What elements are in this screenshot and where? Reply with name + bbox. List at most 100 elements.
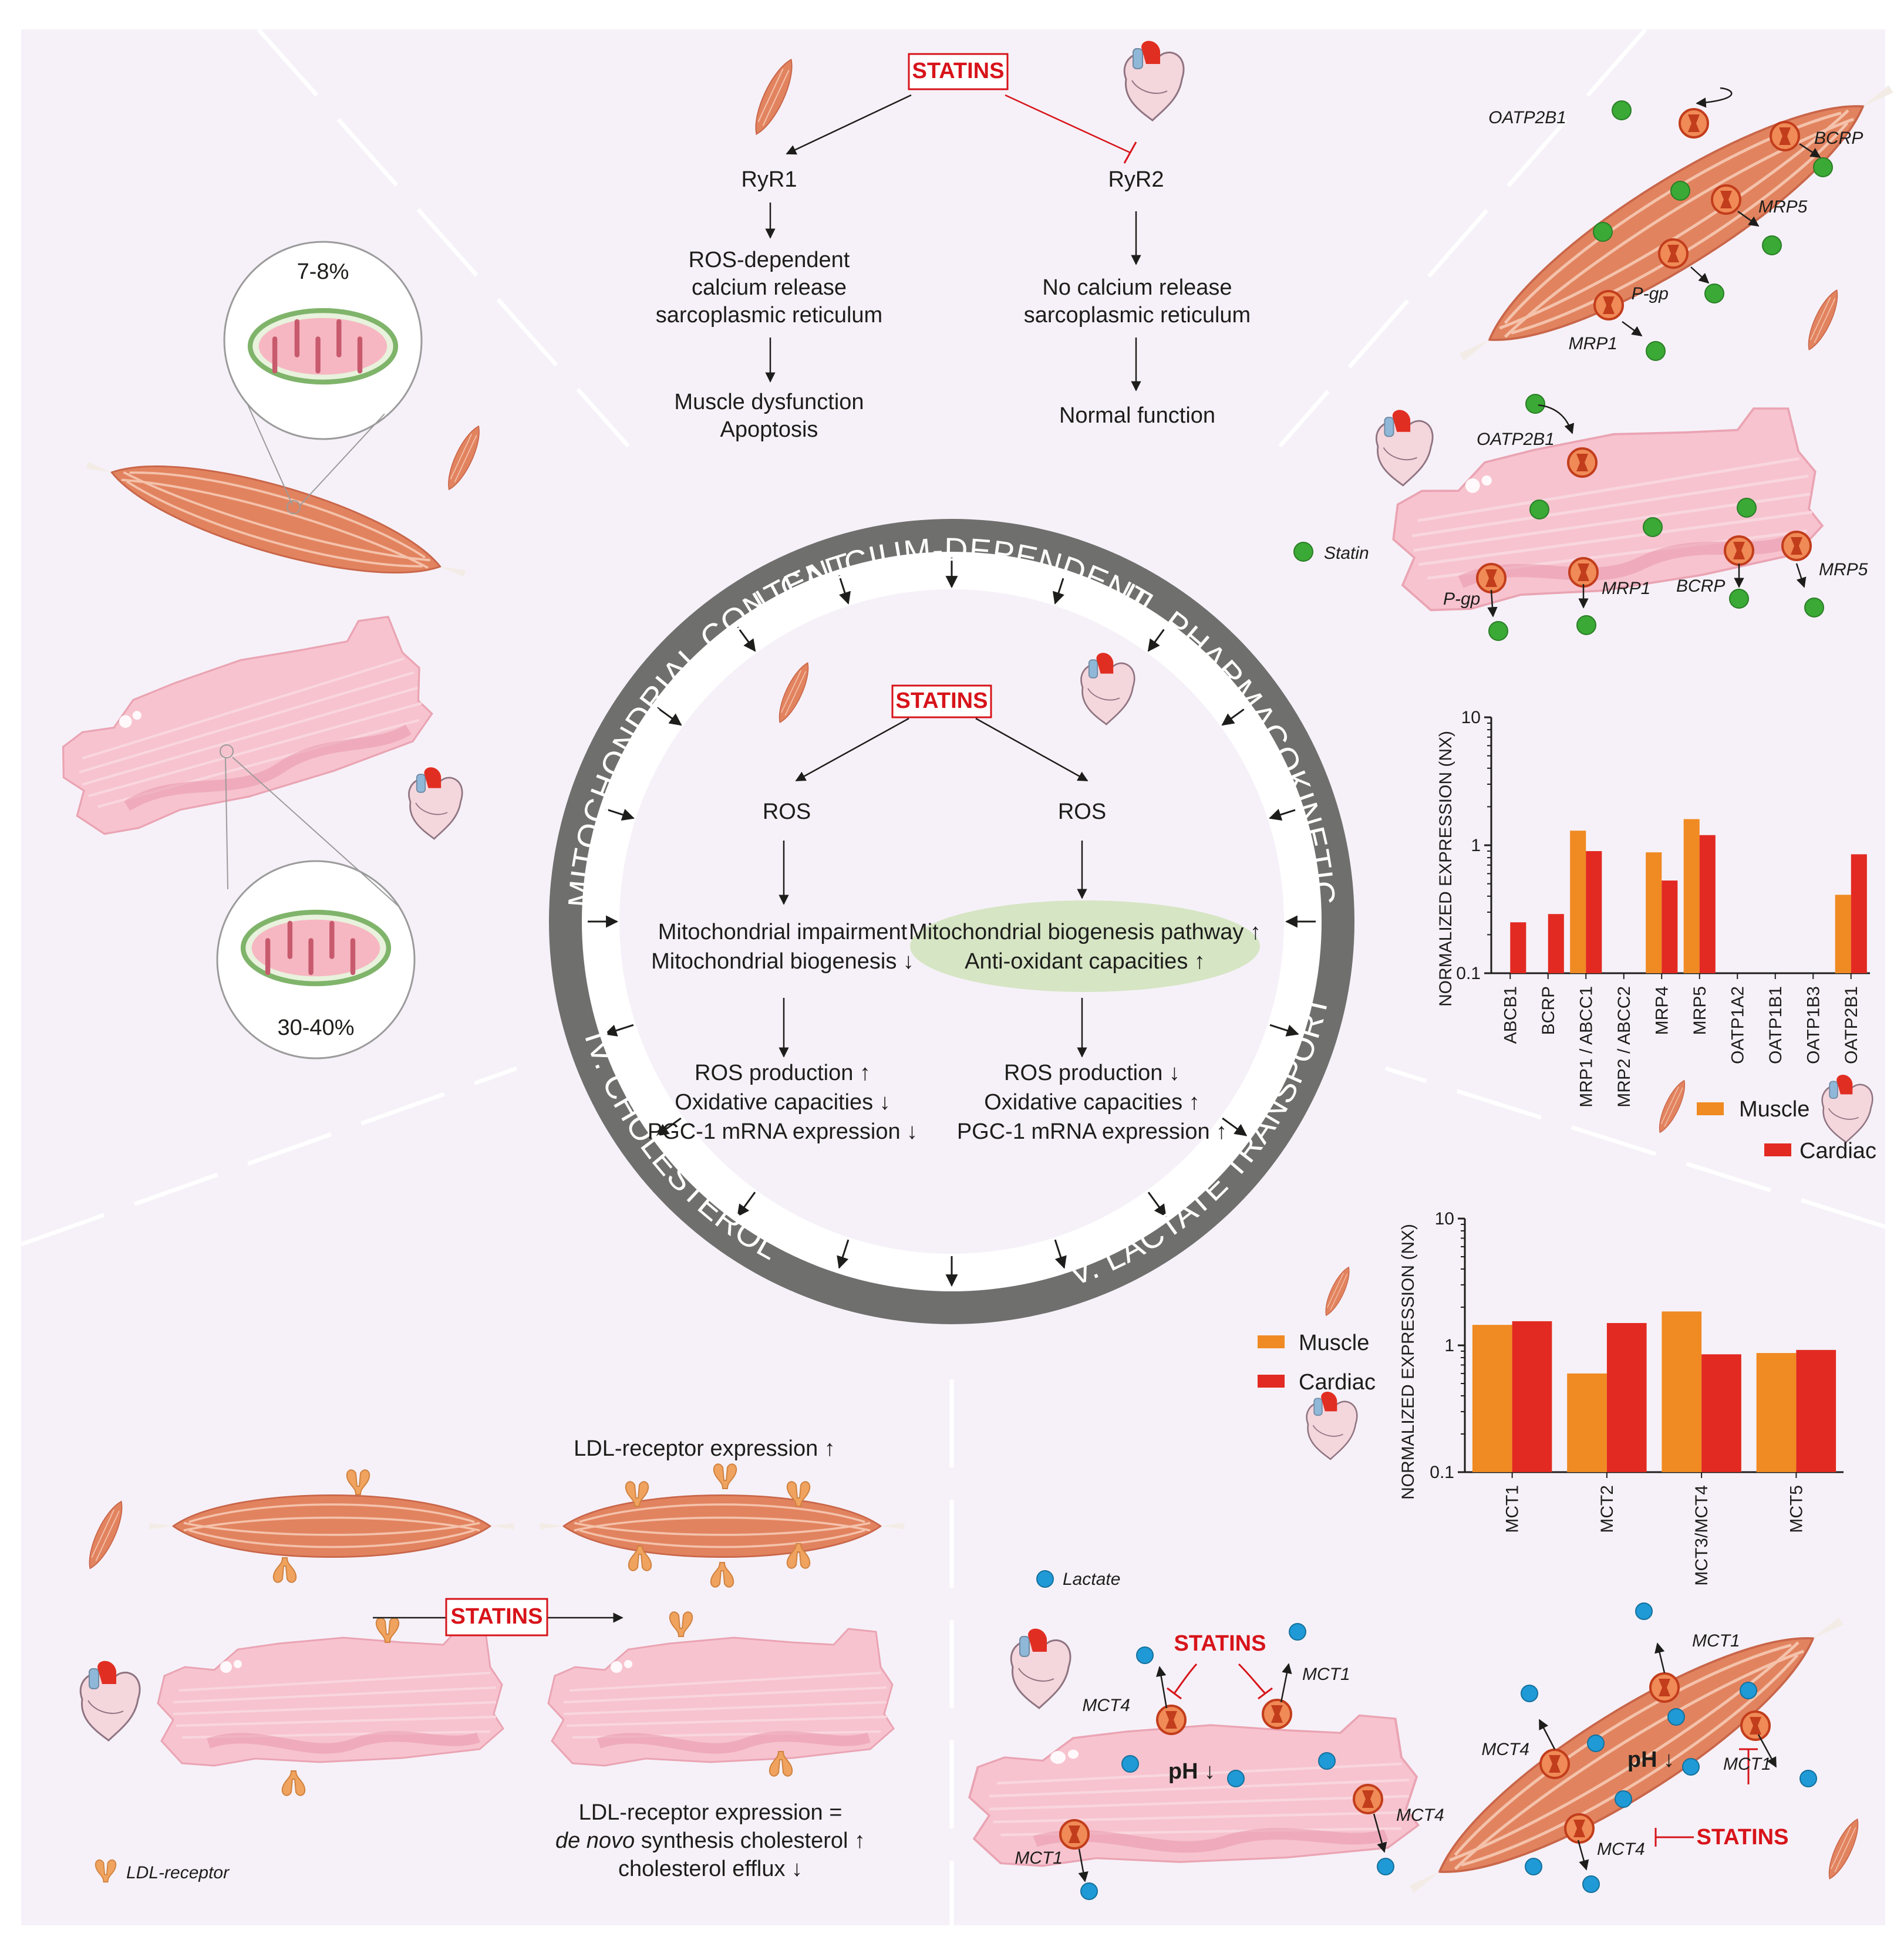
statin-dot: [1813, 157, 1833, 177]
calcium-inhibit-bar: [1123, 141, 1137, 164]
transporter-icon: [1679, 108, 1709, 139]
chart1-x-tick-label: MRP4: [1652, 986, 1672, 1035]
ring-arrow: [837, 1239, 850, 1269]
ring-arrow: [1052, 575, 1066, 605]
ring-arrow: [1054, 1239, 1067, 1269]
chart1-x-tick-label: OATP1B1: [1766, 986, 1785, 1064]
lactate-ph-muscle: pH ↓: [1627, 1747, 1674, 1772]
pharma-muscle-mrp5: MRP5: [1758, 197, 1808, 217]
lactate-dot: [1615, 1790, 1632, 1808]
chart2-bar-muscle: [1662, 1311, 1702, 1472]
statin-dot: [1762, 235, 1782, 255]
lactate-cardiac-mct1-top: MCT1: [1302, 1665, 1350, 1684]
statin-dot: [1704, 284, 1724, 303]
chart1-y-tick-label: 0.1: [1456, 964, 1481, 983]
lactate-dot: [1635, 1602, 1653, 1620]
chart1-bar-muscle: [1835, 895, 1851, 973]
chart2-x-tick-label: MCT5: [1787, 1485, 1806, 1533]
center-highlight-ellipse: [910, 900, 1260, 992]
transporter-icon: [1724, 535, 1754, 566]
statin-dot: [1576, 615, 1596, 635]
chart2-bar-muscle: [1756, 1353, 1797, 1472]
chart1-x-tick-label: OATP1B3: [1804, 986, 1823, 1064]
lactate-muscle-mct1-top: MCT1: [1692, 1631, 1740, 1651]
chart1-legend-muscle: Muscle: [1739, 1097, 1809, 1122]
lactate-muscle-mct4-left: MCT4: [1481, 1740, 1529, 1759]
pharma-cardiac-mrp5: MRP5: [1819, 560, 1868, 579]
pharma-muscle-mrp1: MRP1: [1569, 334, 1617, 353]
mito-zoom-point-2: [220, 744, 234, 758]
calcium-left-line-2: calcium release: [692, 275, 847, 300]
calcium-right-line-2: sarcoplasmic reticulum: [1024, 303, 1251, 328]
mct-transporter-icon: [1564, 1813, 1595, 1844]
chol-statins-label: STATINS: [451, 1604, 543, 1629]
lactate-dot: [1080, 1882, 1098, 1900]
chart1-x-tick-label: BCRP: [1539, 986, 1558, 1035]
mct-transporter-icon: [1156, 1705, 1187, 1735]
mct-transporter-icon: [1649, 1672, 1680, 1703]
transporter-icon: [1593, 290, 1624, 320]
lactate-dot: [1377, 1858, 1394, 1875]
lactate-legend-dot: [1036, 1570, 1054, 1588]
chart1-x-tick-label: OATP1A2: [1728, 986, 1747, 1064]
statin-dot: [1729, 589, 1749, 609]
chart1-bar-cardiac: [1699, 835, 1716, 973]
calcium-inhibit-right: [1005, 94, 1131, 154]
chart1-bar-muscle: [1683, 819, 1700, 973]
center-left-out-3: PGC-1 mRNA expression ↓: [648, 1119, 918, 1144]
lactate-statins-left: STATINS: [1174, 1631, 1266, 1656]
calcium-ryr2: RyR2: [1108, 167, 1164, 192]
chart2-x-tick-label: MCT2: [1598, 1485, 1617, 1533]
chol-ldl-bottom-2: de novo synthesis cholesterol ↑: [555, 1828, 865, 1853]
center-statins-label: STATINS: [896, 689, 988, 713]
lactate-muscle-mct1-right: MCT1: [1723, 1754, 1771, 1774]
calcium-statins-label: STATINS: [912, 59, 1005, 83]
transporter-icon: [1711, 184, 1741, 215]
cholesterol-panel: LDL-receptor expression ↑ STATINS LDL-re…: [79, 1436, 906, 1883]
lactate-dot: [1289, 1623, 1306, 1641]
calcium-right-line-1: No calcium release: [1042, 275, 1232, 300]
transporter-icon: [1476, 563, 1507, 593]
calcium-left-line-3: sarcoplasmic reticulum: [656, 303, 882, 328]
statin-dot: [1529, 500, 1549, 519]
chart2-bar-cardiac: [1512, 1321, 1552, 1472]
lactate-dot: [1318, 1752, 1336, 1770]
lactate-arrows: [1078, 1642, 1777, 1882]
chart1-y-tick-label: 10: [1461, 708, 1481, 727]
pharma-transport-arrows: [1487, 87, 1821, 617]
transporter-icon: [1770, 121, 1800, 151]
center-arrow-right: [975, 717, 1089, 782]
statin-dot: [1670, 181, 1690, 201]
chart1-legend-muscle-swatch: [1697, 1102, 1724, 1115]
chart1-bar-cardiac: [1851, 854, 1867, 973]
pharma-muscle-bcrp: BCRP: [1814, 129, 1863, 148]
statin-dot: [1643, 517, 1663, 537]
chart1-x-tick-label: MRP5: [1690, 986, 1710, 1035]
calcium-panel: STATINS RyR1 RyR2 ROS-dependent calcium …: [656, 40, 1251, 442]
ring-arrow: [1147, 1192, 1167, 1217]
chart2-ylabel: NORMALIZED EXPRESSION (NX): [1398, 1224, 1418, 1500]
lactate-dot: [1227, 1770, 1245, 1787]
calcium-right-out-1: Normal function: [1059, 403, 1215, 428]
chart1-x-tick-label: MRP1 / ABCC1: [1576, 986, 1596, 1108]
mito-skeletal-organelle: [250, 311, 396, 382]
center-right-antioxidant: Anti-oxidant capacities ↑: [965, 949, 1205, 974]
lactate-dot: [1525, 1858, 1542, 1875]
lactate-legend-label: Lactate: [1063, 1570, 1120, 1589]
transporter-icon: [1781, 531, 1812, 561]
ldl-legend-label: LDL-receptor: [126, 1863, 230, 1882]
chart2-bar-muscle: [1472, 1325, 1512, 1472]
lactate-inhibitions: [1167, 1663, 1758, 1847]
chart1-legend-cardiac-swatch: [1764, 1143, 1791, 1156]
chart1-legend-cardiac: Cardiac: [1799, 1139, 1876, 1163]
mct-transporter-icon: [1353, 1784, 1383, 1814]
lactate-ph-cardiac: pH ↓: [1168, 1759, 1215, 1784]
calcium-left-out-2: Apoptosis: [720, 417, 818, 442]
transporter-icon: [1658, 238, 1689, 269]
statin-dot: [1804, 598, 1824, 617]
lactate-muscle-mct4-bottom: MCT4: [1597, 1840, 1645, 1859]
chart1-bar-muscle: [1646, 852, 1662, 973]
